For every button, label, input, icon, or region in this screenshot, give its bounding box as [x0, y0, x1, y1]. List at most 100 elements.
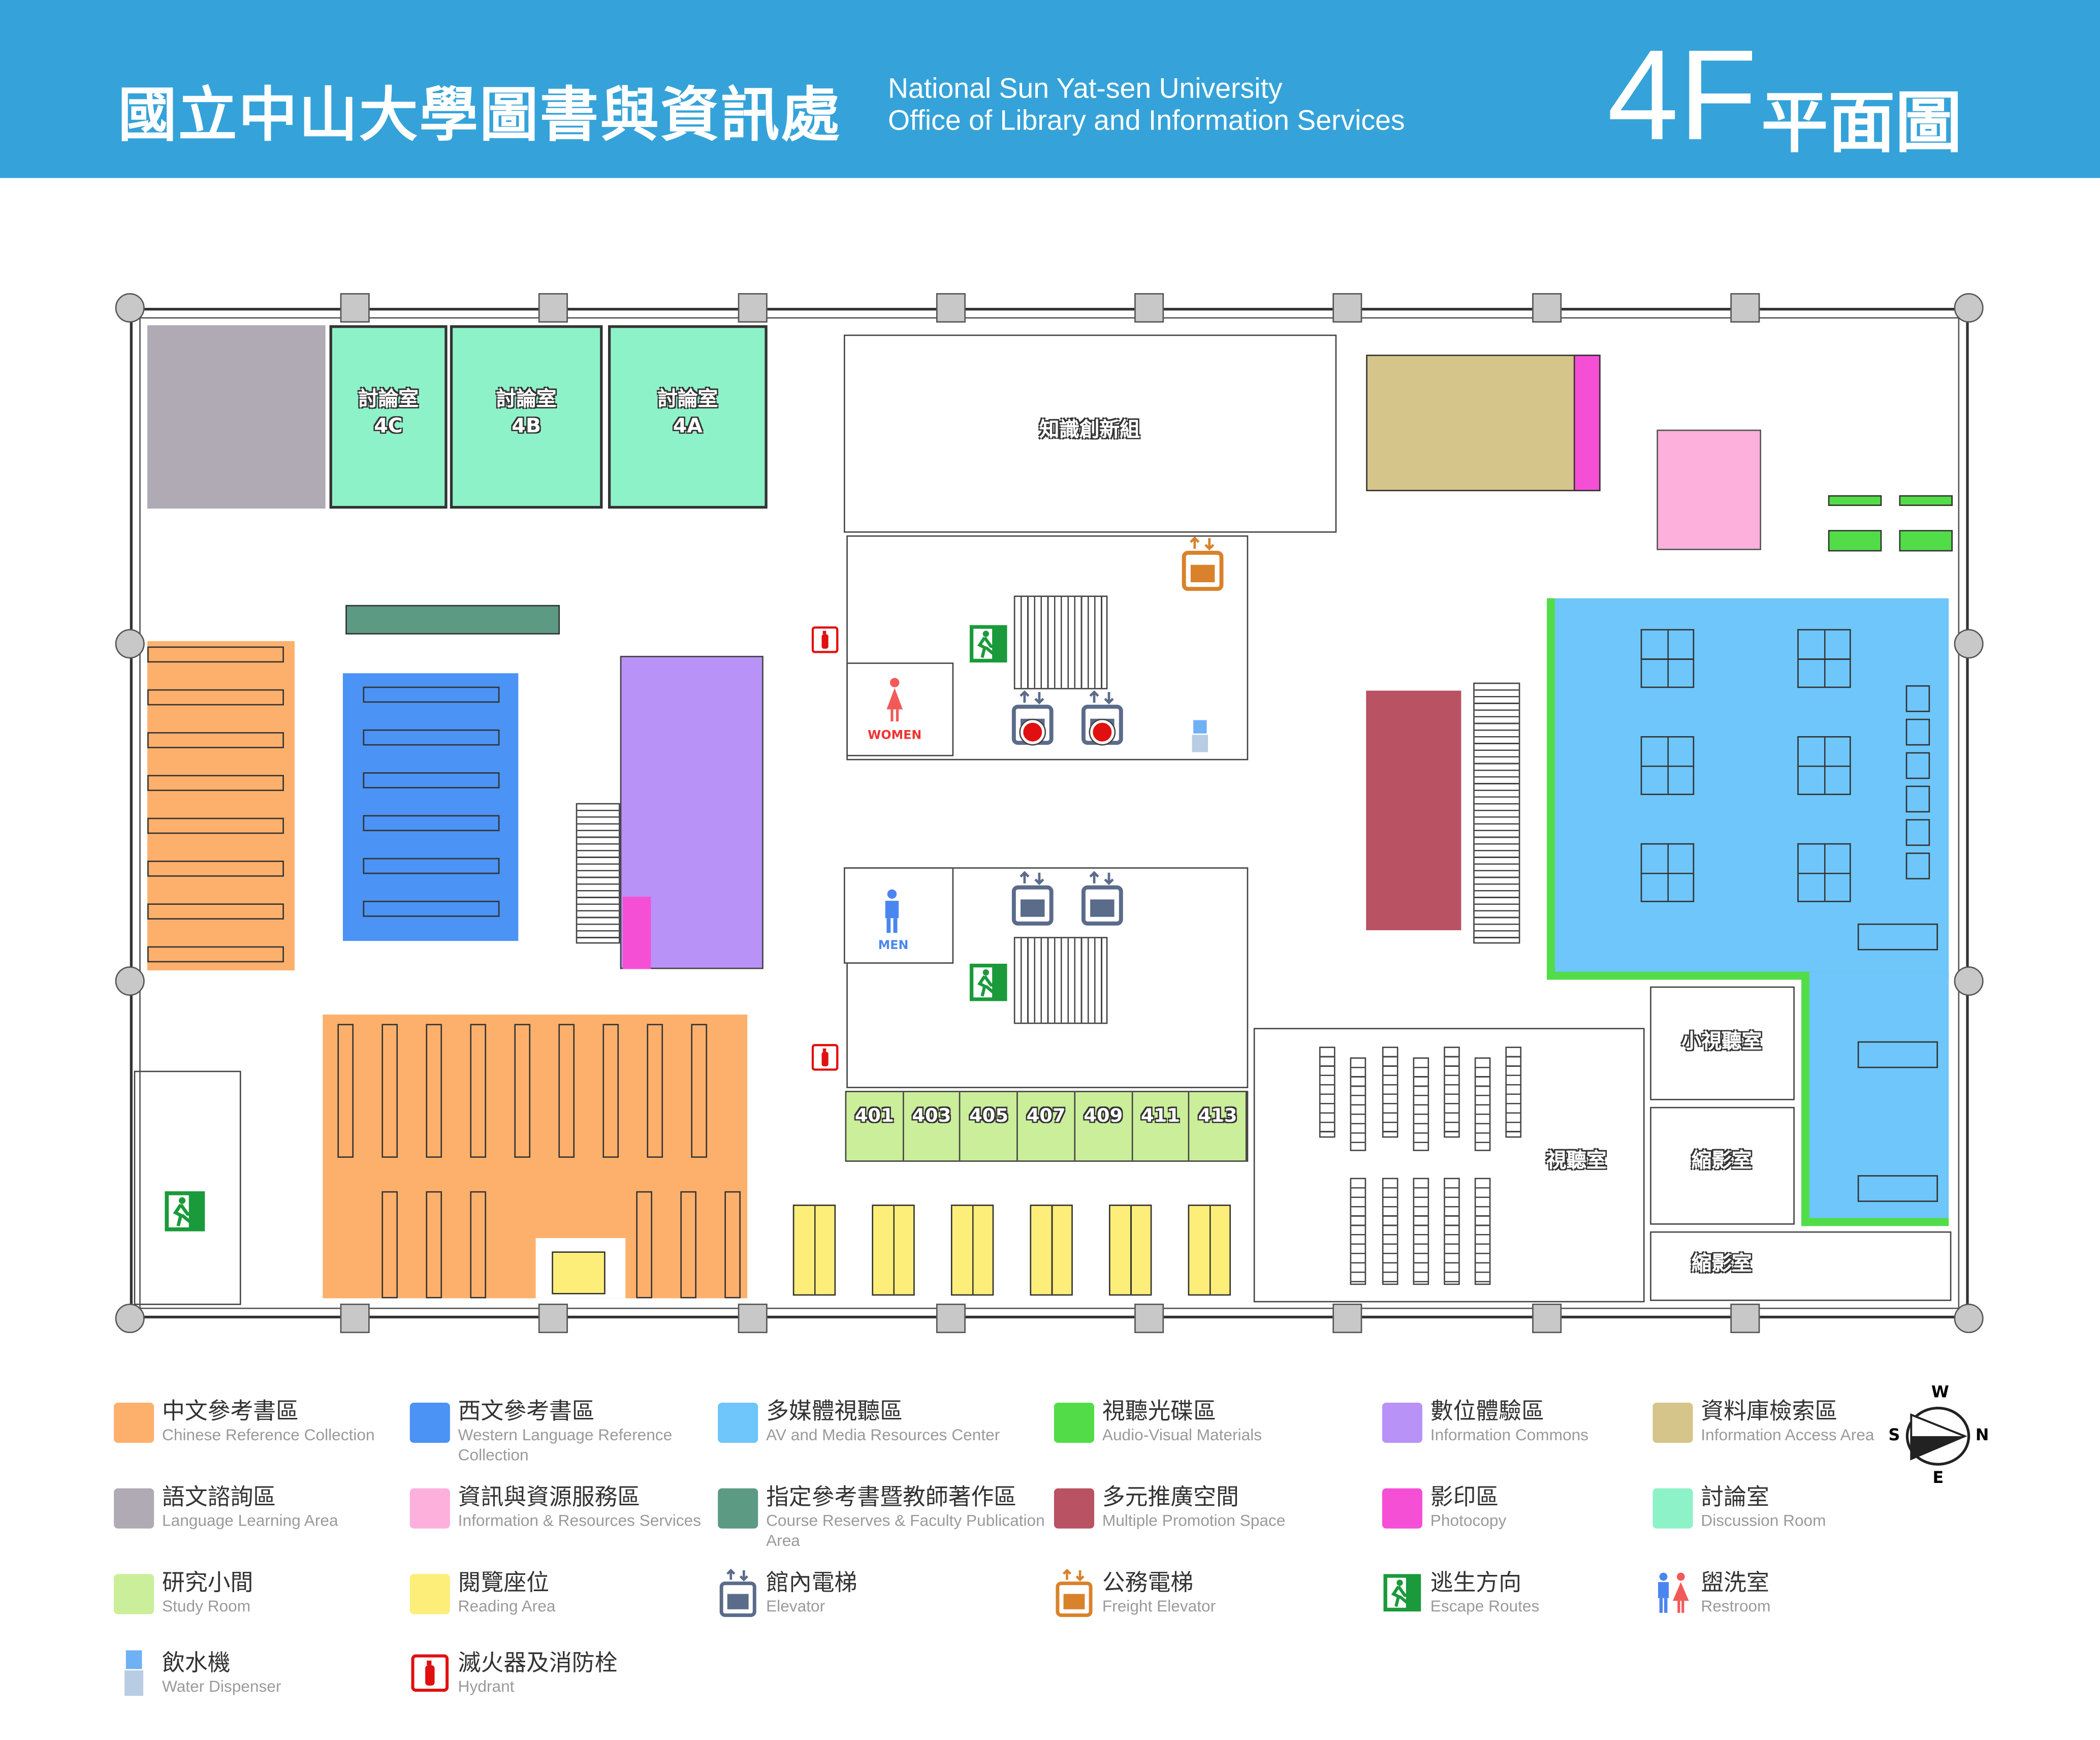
room-code: 4A	[673, 414, 703, 438]
woman-icon	[885, 677, 904, 723]
column-square	[936, 1304, 966, 1334]
bookshelf	[381, 1024, 398, 1158]
legend-label-en: Audio-Visual Materials	[1102, 1425, 1262, 1444]
bookshelf	[363, 729, 500, 746]
study-room-411[interactable]: 411	[1132, 1092, 1190, 1161]
exit-icon	[969, 963, 1007, 1001]
legend-swatch	[1054, 1403, 1095, 1443]
legend-swatch	[409, 1403, 450, 1443]
stair-room	[134, 1070, 241, 1305]
legend-label-en: Information & Resources Services	[458, 1511, 701, 1530]
bookshelf	[147, 775, 284, 792]
compass: W N S E	[1882, 1382, 1995, 1493]
reading-table	[1030, 1205, 1073, 1296]
legend-label-cn: 中文參考書區	[162, 1399, 299, 1426]
legend-label-en: Western Language Reference Collection	[458, 1425, 673, 1465]
av-media-resources-center	[1547, 598, 1949, 980]
computer-desk	[1640, 736, 1695, 795]
core-lower	[846, 867, 1249, 1088]
legend-label-cn: 館內電梯	[766, 1570, 857, 1597]
title-english: National Sun Yat-sen University Office o…	[888, 74, 1405, 138]
legend-label-en: Water Dispenser	[162, 1677, 281, 1696]
legend-label-cn: 公務電梯	[1102, 1570, 1194, 1597]
microfilm-room[interactable]: 縮影室	[1650, 1231, 1952, 1301]
study-room-409[interactable]: 409	[1075, 1092, 1133, 1161]
legend-label-cn: 滅火器及消防栓	[458, 1650, 618, 1678]
compass-s: S	[1888, 1425, 1900, 1444]
small-av-room[interactable]: 小視聽室	[1650, 986, 1795, 1100]
legend-swatch	[114, 1488, 154, 1529]
legend-label-en: Photocopy	[1430, 1511, 1507, 1530]
legend-label-cn: 多媒體視聽區	[766, 1399, 903, 1426]
study-room-413[interactable]: 413	[1190, 1092, 1247, 1161]
room-name: 討論室	[358, 387, 419, 411]
av-carrel	[1905, 718, 1930, 746]
column-round	[115, 966, 145, 996]
av-carrel	[1905, 685, 1930, 712]
elevator-icon	[1010, 870, 1056, 926]
header-bar: 國立中山大學圖書與資訊處 National Sun Yat-sen Univer…	[0, 0, 2100, 178]
av-carrel	[1857, 1175, 1938, 1202]
discussion-room-4c[interactable]: 討論室 4C	[329, 325, 448, 509]
legend-swatch	[409, 1488, 450, 1529]
room-label: 知識創新組	[1039, 417, 1140, 442]
multiple-promotion-space	[1366, 690, 1461, 931]
restroom-women[interactable]: WOMEN	[846, 662, 954, 756]
legend-label-cn: 飲水機	[162, 1650, 231, 1678]
restroom-men[interactable]: MEN	[843, 867, 954, 964]
compass-n: N	[1975, 1425, 1989, 1444]
av-carrel	[1905, 819, 1930, 846]
legend-label-cn: 逃生方向	[1430, 1570, 1522, 1597]
legend-label-cn: 資訊與資源服務區	[458, 1484, 641, 1511]
legend-label-en: Elevator	[766, 1597, 825, 1616]
legend-label-cn: 指定參考書暨教師著作區	[766, 1484, 1017, 1511]
bookshelf	[691, 1024, 708, 1158]
av-media-resources-center-south	[1801, 971, 1949, 1226]
study-room-405[interactable]: 405	[961, 1092, 1019, 1161]
study-room-407[interactable]: 407	[1018, 1092, 1075, 1161]
legend-label-cn: 西文參考書區	[458, 1399, 595, 1426]
bookshelf	[381, 1191, 398, 1299]
av-materials-shelf	[1828, 495, 1882, 506]
room-label: 小視聽室	[1681, 1029, 1762, 1054]
legend-label-en: Information Access Area	[1701, 1425, 1874, 1444]
title-english-line1: National Sun Yat-sen University	[887, 73, 1283, 105]
room-label: 縮影室	[1691, 1148, 1752, 1173]
av-carrel	[1905, 785, 1930, 813]
bookshelf	[363, 901, 500, 917]
legend-label-en: Information Commons	[1430, 1425, 1589, 1444]
room-code: 4C	[374, 414, 403, 438]
column-square	[340, 1304, 370, 1334]
knowledge-innovation-room[interactable]: 知識創新組	[843, 334, 1337, 533]
study-room-401[interactable]: 401	[846, 1092, 904, 1161]
av-room[interactable]: 視聽室	[1253, 1028, 1645, 1303]
bookshelf	[337, 1024, 354, 1158]
study-room-403[interactable]: 403	[904, 1092, 961, 1161]
bookshelf	[147, 861, 284, 877]
column-square	[1332, 1304, 1362, 1334]
man-icon	[882, 889, 901, 934]
legend-label-cn: 盥洗室	[1701, 1570, 1769, 1597]
legend-label-en: Chinese Reference Collection	[162, 1425, 375, 1444]
column-square	[1532, 1304, 1562, 1334]
compass-w: W	[1931, 1382, 1949, 1402]
microfilm-room[interactable]: 縮影室	[1650, 1106, 1795, 1225]
water-dispenser-icon	[1192, 720, 1208, 752]
seat-row	[1350, 1178, 1366, 1285]
av-carrel	[1905, 752, 1930, 779]
reading-table	[1188, 1205, 1231, 1296]
